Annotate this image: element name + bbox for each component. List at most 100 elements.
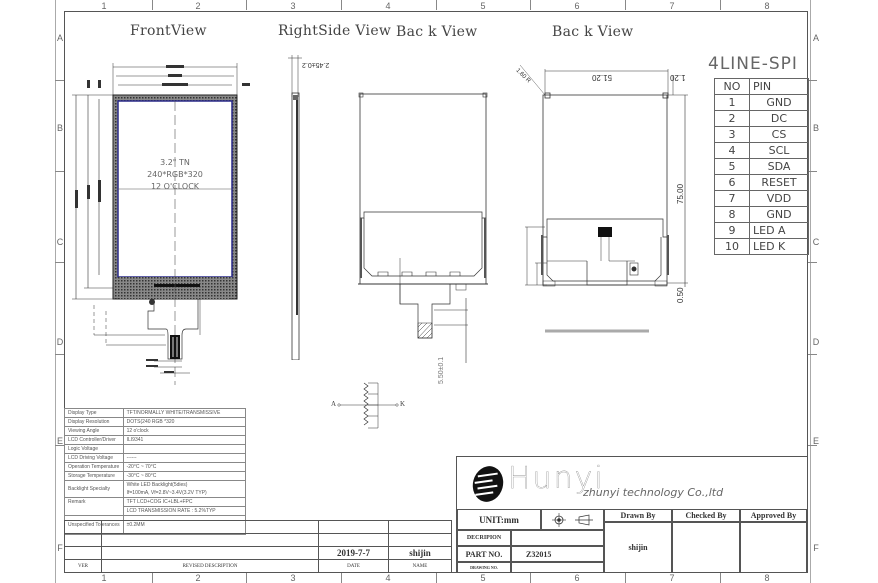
col-7-bottom: 7 xyxy=(669,573,675,583)
spec-key: Display Type xyxy=(64,408,124,418)
back-view-1-svg xyxy=(358,92,488,363)
revision-date xyxy=(318,520,389,534)
spec-value: TFT/NORMALLY WHITE/TRANSMISSIVE xyxy=(122,408,246,418)
spec-value: -30°C ~ 80°C xyxy=(122,471,246,481)
checked-by-header: Checked By xyxy=(672,509,740,522)
row-a: A xyxy=(56,33,63,43)
title-block: Hunyi zhunyi technology Co.,ltd UNIT:mm … xyxy=(456,456,808,573)
checked-by-value xyxy=(672,522,740,573)
row-d-right: D xyxy=(812,337,820,347)
projection-symbol xyxy=(541,509,604,530)
fpc-pitch-dimension: 5.50±0.1 xyxy=(438,356,445,384)
revision-name-header: NAME xyxy=(388,559,452,573)
revision-ver xyxy=(64,520,102,534)
drawn-by-value: shijin xyxy=(604,522,672,573)
drawing-no-label: DRAWING NO. xyxy=(457,562,511,573)
spec-value: DOTS(240 RGB *320 xyxy=(122,417,246,427)
revision-ver-header: VER xyxy=(64,559,102,573)
col-4: 4 xyxy=(385,1,391,11)
row-a-right: A xyxy=(812,33,819,43)
description-value xyxy=(511,530,604,546)
spec-value: -20°C ~ 70°C xyxy=(122,462,246,472)
drawn-by-header: Drawn By xyxy=(604,509,672,522)
projection-symbol-icon xyxy=(551,512,593,527)
drawing-no-value xyxy=(511,562,604,573)
pin-number: 3 xyxy=(714,126,750,143)
spec-row: Operation Temperature-20°C ~ 70°C xyxy=(64,462,246,472)
pin-name: DC xyxy=(749,110,809,127)
col-5: 5 xyxy=(480,1,486,11)
spec-key: Viewing Angle xyxy=(64,426,124,436)
back-height-dimension: 75.00 xyxy=(676,183,685,204)
back-view-title-1: Bac k View xyxy=(396,24,478,40)
pin-number: 5 xyxy=(714,158,750,175)
spec-value: 12 o'clock xyxy=(122,426,246,436)
part-no-value: Z32015 xyxy=(511,546,604,562)
approved-by-header: Approved By xyxy=(740,509,807,522)
pin-name: SDA xyxy=(749,158,809,175)
right-side-view-title: RightSide View xyxy=(278,23,392,39)
col-2: 2 xyxy=(195,1,201,11)
revision-desc-header: REVISED DESCRIPTION xyxy=(101,559,319,573)
anode-label: A xyxy=(331,400,337,408)
unit-label: UNIT:mm xyxy=(457,509,541,530)
revision-date: 2019-7-7 xyxy=(318,546,389,560)
revision-name xyxy=(388,520,452,534)
spec-value: White LED Backlight(5dies) xyxy=(122,480,246,489)
spec-value: ILI9341 xyxy=(122,435,246,445)
pin-number: 4 xyxy=(714,142,750,159)
col-7: 7 xyxy=(669,1,675,11)
pin-name: GND xyxy=(749,206,809,223)
revision-date xyxy=(318,533,389,547)
revision-row xyxy=(64,520,452,534)
panel-resolution-label: 240*RGB*320 xyxy=(147,170,203,179)
right-side-view-svg xyxy=(288,55,302,360)
row-f: F xyxy=(57,543,63,553)
pin-number: 2 xyxy=(714,110,750,127)
cathode-label: K xyxy=(400,400,406,408)
pin-name: VDD xyxy=(749,190,809,207)
thickness-dimension: 2.45±0.2 xyxy=(302,61,330,68)
col-6-bottom: 6 xyxy=(574,573,580,583)
col-4-bottom: 4 xyxy=(385,573,391,583)
spec-value: LCD TRANSMISSION RATE : 5.2%TYP xyxy=(122,506,246,516)
row-e-right: E xyxy=(812,436,819,446)
col-3: 3 xyxy=(290,1,296,11)
spec-key: Logic Voltage xyxy=(64,444,124,454)
led-schematic-svg xyxy=(337,382,399,429)
spec-key: Operation Temperature xyxy=(64,462,124,472)
back-width-dimension: 51.20 xyxy=(592,73,613,82)
front-view-panel-info: 3.2" TN 240*RGB*320 12 O'CLOCK xyxy=(120,157,230,193)
part-no-label: PART NO. xyxy=(457,546,511,562)
col-8: 8 xyxy=(764,1,770,11)
approved-by-value xyxy=(740,522,807,573)
row-b: B xyxy=(56,123,63,133)
row-d: D xyxy=(56,337,64,347)
revision-ver xyxy=(64,546,102,560)
revision-date-header: DATE xyxy=(318,559,389,573)
hunyi-logo-text: Hunyi xyxy=(508,461,605,496)
panel-viewing-label: 12 O'CLOCK xyxy=(150,182,200,191)
revision-desc xyxy=(101,520,319,534)
pin-name-header: PIN xyxy=(749,78,809,95)
revision-row: 2019-7-7 shijin xyxy=(64,546,452,560)
col-2-bottom: 2 xyxy=(195,573,201,583)
back-view-2-svg xyxy=(519,64,688,333)
pin-name: CS xyxy=(749,126,809,143)
row-c-right: C xyxy=(812,237,820,247)
col-6: 6 xyxy=(574,1,580,11)
row-c: C xyxy=(56,237,64,247)
spec-key: LCD Driving Voltage xyxy=(64,453,124,463)
pin-number: 8 xyxy=(714,206,750,223)
revision-ver xyxy=(64,533,102,547)
